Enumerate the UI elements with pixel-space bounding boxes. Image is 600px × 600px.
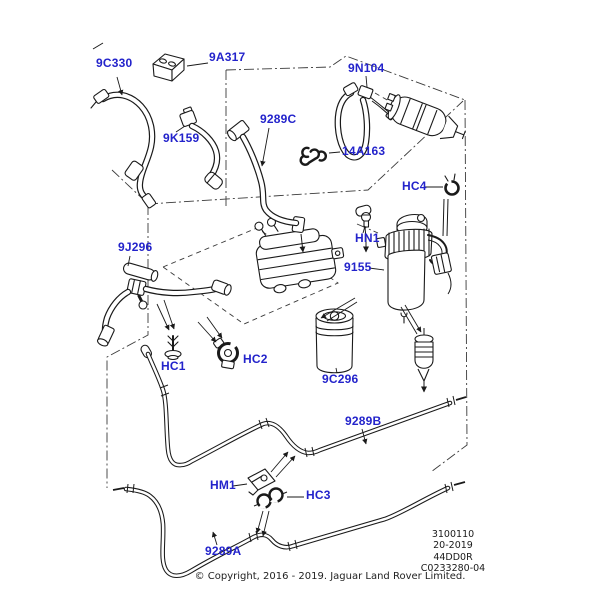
part-label-9c330[interactable]: 9C330 [96, 56, 133, 70]
part-label-9k159[interactable]: 9K159 [163, 131, 200, 145]
copyright-text: © Copyright, 2016 - 2019. Jaguar Land Ro… [194, 571, 466, 582]
hose-9c330-drawing [91, 89, 156, 209]
pipe-9289a-drawing [113, 482, 465, 576]
fuel-cooler-drawing [251, 208, 348, 296]
part-label-14a163[interactable]: 14A163 [342, 144, 386, 158]
ref-line-4: C0233280-04 [420, 563, 486, 575]
reference-block: 3100110 20-2019 44DD0R C0233280-04 [400, 529, 506, 575]
part-label-9289b[interactable]: 9289B [345, 414, 382, 428]
part-label-9a317[interactable]: 9A317 [209, 50, 246, 64]
hose-9j296-drawing [96, 262, 232, 348]
leader-lines [117, 63, 443, 545]
ref-line-2: 20-2019 [433, 540, 473, 552]
ref-line-3: 44DD0R [433, 551, 473, 563]
clip-hc2-drawing [213, 338, 239, 369]
part-label-9c296[interactable]: 9C296 [322, 372, 359, 386]
clip-14a163-drawing [297, 143, 327, 167]
install-arrows [320, 298, 421, 334]
part-label-hc2[interactable]: HC2 [243, 352, 268, 366]
part-label-hc3[interactable]: HC3 [306, 488, 331, 502]
bracket-hm1-drawing [248, 469, 275, 495]
part-label-9289c[interactable]: 9289C [260, 112, 297, 126]
ref-line-1: 3100110 [431, 529, 475, 540]
part-label-9155[interactable]: 9155 [344, 260, 372, 274]
hose-9k159-drawing [179, 107, 224, 191]
pipe-9289b-drawing [140, 344, 466, 465]
part-label-9289a[interactable]: 9289A [205, 544, 242, 558]
hose-9289c-drawing [226, 120, 296, 223]
filter-housing-9155-drawing [376, 215, 451, 324]
bolt-hn1-drawing [362, 213, 371, 228]
fuel-pump-drawing [381, 91, 469, 147]
clip-hc4-drawing [443, 174, 459, 236]
cooler-dashed-outline [163, 228, 338, 324]
part-label-hc4[interactable]: HC4 [402, 179, 427, 193]
corner-tick [93, 43, 103, 49]
part-label-9j296[interactable]: 9J296 [118, 240, 153, 254]
bracket-9a317-drawing [153, 54, 184, 81]
filter-cartridge-9c296-drawing [316, 309, 353, 373]
part-label-9n104[interactable]: 9N104 [348, 61, 385, 75]
clip-hc1-drawing [165, 336, 181, 360]
part-label-hc1[interactable]: HC1 [161, 359, 186, 373]
water-sensor-drawing [415, 328, 433, 393]
clip-hc3-drawing [254, 489, 287, 509]
part-label-hn1[interactable]: HN1 [355, 231, 380, 245]
part-label-hm1[interactable]: HM1 [210, 478, 236, 492]
